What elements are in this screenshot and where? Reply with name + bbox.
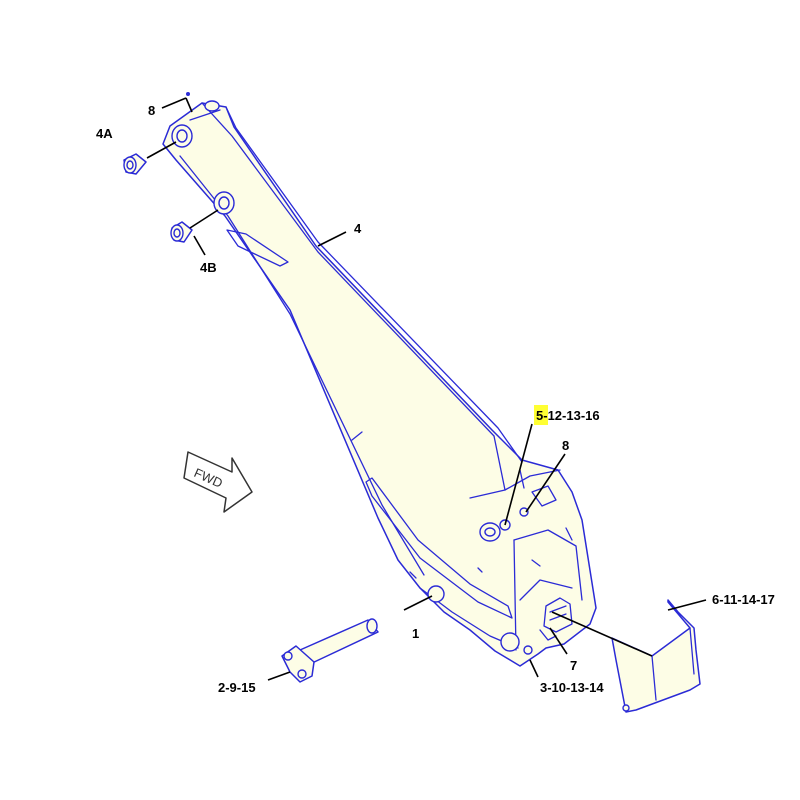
pin-assembly	[281, 618, 379, 683]
callout-8-top: 8	[148, 103, 155, 118]
callout-2-9-15: 2-9-15	[218, 680, 256, 695]
callout-6-11-14-17: 6-11-14-17	[712, 592, 775, 607]
bushing-4a	[123, 153, 147, 175]
guard-plate	[611, 599, 701, 713]
callout-4: 4	[354, 221, 362, 236]
callout-5-highlight	[534, 405, 548, 425]
callout-1: 1	[412, 626, 419, 641]
lift-arm-body	[162, 102, 597, 667]
callout-8-mid: 8	[562, 438, 569, 453]
lift-arm	[162, 100, 597, 667]
callout-5: 5-12-13-16	[536, 408, 600, 423]
callout-3-10-13-14: 3-10-13-14	[540, 680, 604, 695]
callout-4a: 4A	[96, 126, 113, 141]
callout-labels: 8 4A 4B 4 5-12-13-16 8 1 2-9-15 3-10-13-…	[96, 103, 775, 695]
callout-4b: 4B	[200, 260, 217, 275]
forward-arrow: FWD	[183, 451, 253, 513]
callout-7: 7	[570, 658, 577, 673]
leader-lines	[146, 92, 707, 681]
bushing-4b	[170, 221, 193, 243]
